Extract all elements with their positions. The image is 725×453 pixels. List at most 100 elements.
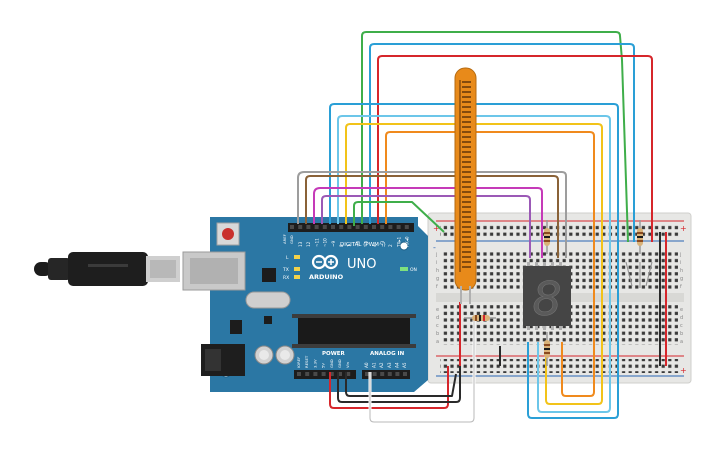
pin-label: ~10 xyxy=(323,238,328,247)
arduino-logo xyxy=(311,254,339,270)
resistor xyxy=(544,220,550,254)
rgb-component xyxy=(625,261,653,288)
rail-plus-label: + xyxy=(680,224,687,233)
pin-label: A5 xyxy=(402,362,407,368)
row-letter: d xyxy=(436,315,439,321)
row-letter: f xyxy=(436,284,438,290)
header-pin xyxy=(306,225,311,229)
row-letter: h xyxy=(680,268,683,274)
pin-label: 3.3V xyxy=(312,359,317,368)
header-pin xyxy=(321,372,326,376)
header-pin xyxy=(355,225,360,229)
pin-label: 13 xyxy=(298,241,303,247)
digital-header-label: DIGITAL (PWM~) xyxy=(340,242,386,248)
analog-header xyxy=(362,370,410,379)
row-letter: i xyxy=(436,260,437,266)
pin-label: A3 xyxy=(387,362,392,368)
header-pin xyxy=(305,372,310,376)
row-letter: j xyxy=(679,252,681,258)
header-pin xyxy=(380,225,385,229)
model-label: UNO xyxy=(347,257,376,272)
led-tx-label: TX xyxy=(282,267,289,273)
gnd-label: GND xyxy=(289,235,294,244)
pin-label: RX◂0 xyxy=(405,236,410,247)
pin-label: Vin xyxy=(345,361,350,368)
analog-in-label: ANALOG IN xyxy=(370,351,405,357)
pin-label: ~5 xyxy=(364,240,369,247)
display-digit: 8 xyxy=(532,272,561,326)
pin-label: ~3 xyxy=(380,240,385,247)
usb-cable xyxy=(34,252,180,286)
row-letter: e xyxy=(680,307,683,313)
header-pin xyxy=(339,225,344,229)
wires xyxy=(297,31,667,424)
row-letter: b xyxy=(680,331,683,337)
resistors xyxy=(464,220,643,366)
pin-label: GND xyxy=(337,359,342,368)
pin-label: A2 xyxy=(379,362,384,368)
pin-label: 7 xyxy=(347,244,352,247)
pin-label: RESET xyxy=(304,355,309,368)
row-letter: i xyxy=(680,260,681,266)
header-pin xyxy=(372,225,376,229)
pin-label: 4 xyxy=(372,244,377,247)
aref-label: AREF xyxy=(282,234,287,244)
row-letter: j xyxy=(435,252,437,258)
pin-label: A1 xyxy=(372,362,377,368)
pin-label: ~6 xyxy=(355,240,360,247)
pin-label: TX▸1 xyxy=(396,236,401,248)
header-pin xyxy=(404,225,409,229)
pin-label: 2 xyxy=(388,244,393,247)
brand-label: ARDUINO xyxy=(309,273,344,281)
row-letter: g xyxy=(436,276,439,282)
on-led-label: ON xyxy=(410,267,417,273)
header-pin xyxy=(372,372,377,376)
rail-plus-label: + xyxy=(433,224,440,233)
header-pin xyxy=(403,372,407,376)
pin-label: A4 xyxy=(394,362,399,368)
pin-label: A0 xyxy=(364,362,369,368)
header-pin xyxy=(314,225,319,229)
header-pin xyxy=(290,225,294,229)
header-pin xyxy=(363,225,368,229)
row-letter: f xyxy=(680,284,682,290)
rail-plus-label: + xyxy=(680,366,687,375)
header-pin xyxy=(322,225,327,229)
resistor xyxy=(637,220,643,254)
header-pin xyxy=(396,225,401,229)
row-letter: g xyxy=(680,276,683,282)
resistor xyxy=(544,332,550,366)
row-letter: c xyxy=(680,323,683,329)
header-pin xyxy=(388,225,393,229)
pin-label: GND xyxy=(329,359,334,368)
header-pin xyxy=(347,225,352,229)
led-l-label: L xyxy=(286,255,289,261)
header-pin xyxy=(387,372,392,376)
pin-label: ~11 xyxy=(314,238,319,247)
row-letter: a xyxy=(680,339,683,345)
power-label: POWER xyxy=(322,351,346,357)
header-pin xyxy=(338,372,342,376)
header-pin xyxy=(313,372,318,376)
row-letter: d xyxy=(680,315,683,321)
header-pin xyxy=(346,372,351,376)
header-pin xyxy=(365,372,369,376)
pin-label: 5V xyxy=(321,363,326,368)
arduino-uno-board: L TX RX ON ARDUINO UNO DIGITAL (PWM~) PO… xyxy=(182,217,428,392)
header-pin xyxy=(297,372,301,376)
row-letter: a xyxy=(436,339,439,345)
row-letter: c xyxy=(436,323,439,329)
row-letter: e xyxy=(436,307,439,313)
led-rx-label: RX xyxy=(283,275,289,281)
row-letter: b xyxy=(436,331,439,337)
pin-label: 12 xyxy=(306,241,311,247)
flex-sensor xyxy=(454,67,477,304)
header-pin xyxy=(329,372,334,376)
header-pin xyxy=(331,225,335,229)
pin-label: ~9 xyxy=(331,240,336,247)
pin-label: IOREF xyxy=(296,357,301,368)
header-pin xyxy=(395,372,400,376)
rail-minus-label: - xyxy=(433,243,436,252)
row-letter: h xyxy=(436,268,439,274)
